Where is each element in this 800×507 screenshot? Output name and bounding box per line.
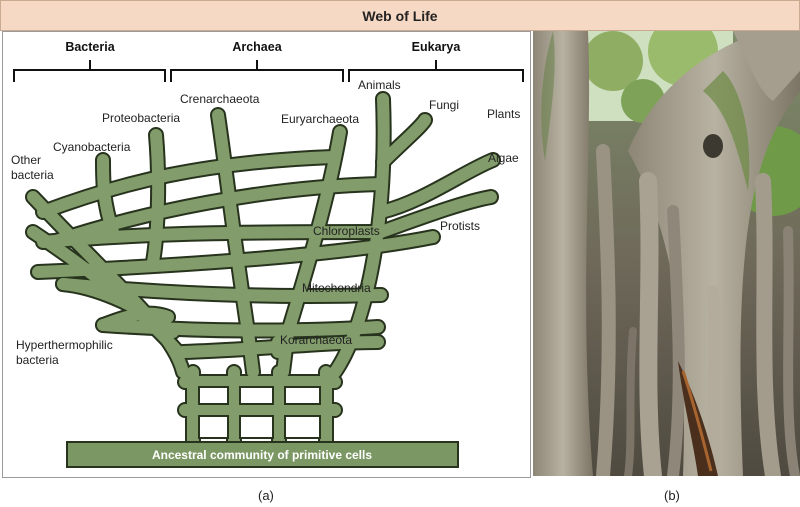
protists-label: Protists [440, 219, 480, 233]
domain-brackets [13, 60, 524, 82]
trunk-cells [198, 386, 321, 439]
caption-b: (b) [664, 488, 680, 503]
figure-title: Web of Life [362, 7, 438, 24]
proteobacteria-label: Proteobacteria [102, 111, 180, 125]
figure-title-bar: Web of Life [0, 0, 800, 31]
plants-label: Plants [487, 107, 520, 121]
banyan-tree-photo [533, 31, 800, 476]
eukarya-bracket [348, 60, 524, 82]
fungi-label: Fungi [429, 98, 459, 112]
cyanobacteria-label: Cyanobacteria [53, 140, 131, 154]
korarchaeota-label: Korarchaeota [280, 333, 352, 347]
eukarya-domain-label: Eukarya [412, 40, 462, 54]
bacteria-domain-label: Bacteria [65, 40, 115, 54]
hyperthermophilic-label-line1: Hyperthermophilic [16, 338, 113, 352]
animals-label: Animals [358, 78, 401, 92]
caption-a: (a) [258, 488, 274, 503]
archaea-domain-label: Archaea [232, 40, 282, 54]
tree-roots-illustration [533, 31, 800, 476]
chloroplasts-label: Chloroplasts [313, 224, 380, 238]
hyperthermophilic-label-line2: bacteria [16, 353, 59, 367]
other-bacteria-label-line2: bacteria [11, 168, 54, 182]
other-bacteria-label-line1: Other [11, 153, 41, 167]
web-of-life-diagram-panel: Bacteria Archaea Eukarya [2, 31, 531, 478]
bacteria-bracket [13, 60, 166, 82]
algae-label: Algae [488, 151, 519, 165]
ancestral-base-bar [66, 441, 459, 468]
crenarchaeota-label: Crenarchaeota [180, 92, 260, 106]
archaea-bracket [170, 60, 344, 82]
branch-fill [27, 93, 499, 451]
ancestral-base-label: Ancestral community of primitive cells [152, 448, 372, 462]
web-of-life-diagram: Bacteria Archaea Eukarya [11, 40, 524, 468]
euryarchaeota-label: Euryarchaeota [281, 112, 359, 126]
mitochondria-label: Mitochondria [302, 281, 371, 295]
